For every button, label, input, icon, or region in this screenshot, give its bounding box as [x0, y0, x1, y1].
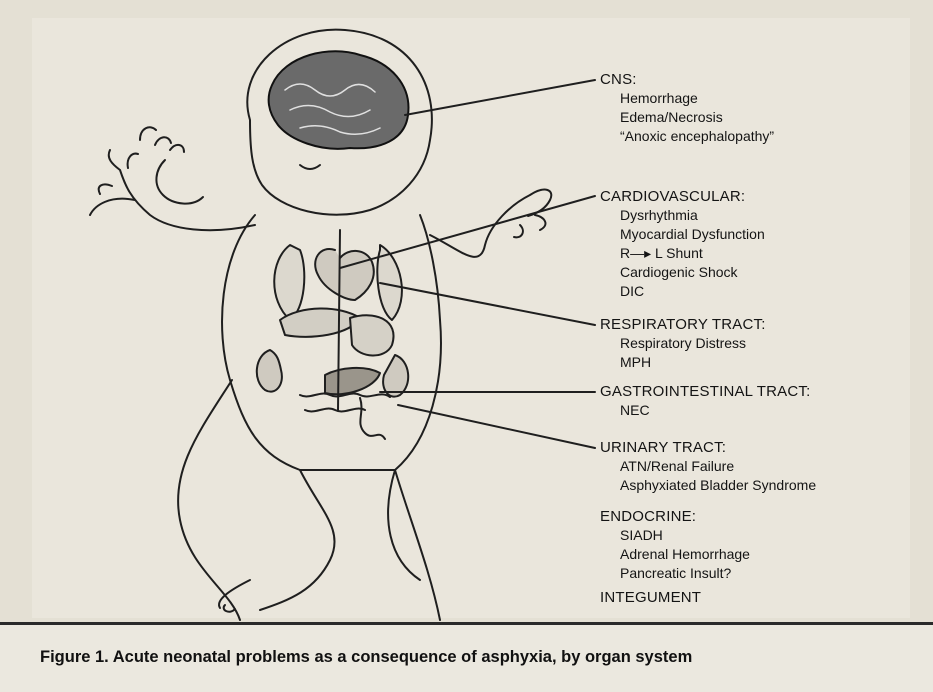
pancreas-icon	[325, 368, 380, 394]
system-respiratory: RESPIRATORY TRACT: Respiratory Distress …	[600, 315, 766, 372]
leader-urinary	[398, 405, 595, 448]
leader-cns	[405, 80, 595, 115]
system-title: URINARY TRACT:	[600, 438, 816, 457]
system-urinary: URINARY TRACT: ATN/Renal Failure Asphyxi…	[600, 438, 816, 495]
system-item: SIADH	[600, 526, 750, 545]
brain-icon	[269, 51, 409, 149]
system-item: ATN/Renal Failure	[600, 457, 816, 476]
system-item: Hemorrhage	[600, 89, 774, 108]
system-item: Cardiogenic Shock	[600, 263, 765, 282]
left-arm	[90, 150, 255, 230]
system-title: INTEGUMENT	[600, 588, 701, 607]
system-item: Myocardial Dysfunction	[600, 225, 765, 244]
right-arm	[430, 190, 551, 257]
system-title: GASTROINTESTINAL TRACT:	[600, 382, 810, 401]
intestines-icon	[300, 394, 390, 439]
system-title: RESPIRATORY TRACT:	[600, 315, 766, 334]
legs-outline	[178, 380, 440, 620]
system-gastrointestinal: GASTROINTESTINAL TRACT: NEC	[600, 382, 810, 420]
system-cardiovascular: CARDIOVASCULAR: Dysrhythmia Myocardial D…	[600, 187, 765, 301]
figure-caption: Figure 1. Acute neonatal problems as a c…	[40, 648, 692, 667]
system-item: Adrenal Hemorrhage	[600, 545, 750, 564]
system-item: DIC	[600, 282, 765, 301]
system-item: “Anoxic encephalopathy”	[600, 127, 774, 146]
leader-respiratory	[380, 283, 595, 325]
system-title: CARDIOVASCULAR:	[600, 187, 765, 206]
system-item: Asphyxiated Bladder Syndrome	[600, 476, 816, 495]
heart-icon	[315, 249, 374, 300]
system-endocrine: ENDOCRINE: SIADH Adrenal Hemorrhage Panc…	[600, 507, 750, 583]
system-item: Respiratory Distress	[600, 334, 766, 353]
system-item: Edema/Necrosis	[600, 108, 774, 127]
system-item: Pancreatic Insult?	[600, 564, 750, 583]
system-item: Dysrhythmia	[600, 206, 765, 225]
system-title: ENDOCRINE:	[600, 507, 750, 526]
system-title: CNS:	[600, 70, 774, 89]
system-cns: CNS: Hemorrhage Edema/Necrosis “Anoxic e…	[600, 70, 774, 146]
stomach-icon	[350, 315, 394, 355]
system-integument: INTEGUMENT	[600, 588, 701, 607]
liver-icon	[280, 308, 360, 336]
system-item: R—▸ L Shunt	[600, 244, 765, 263]
system-item: MPH	[600, 353, 766, 372]
system-item: NEC	[600, 401, 810, 420]
